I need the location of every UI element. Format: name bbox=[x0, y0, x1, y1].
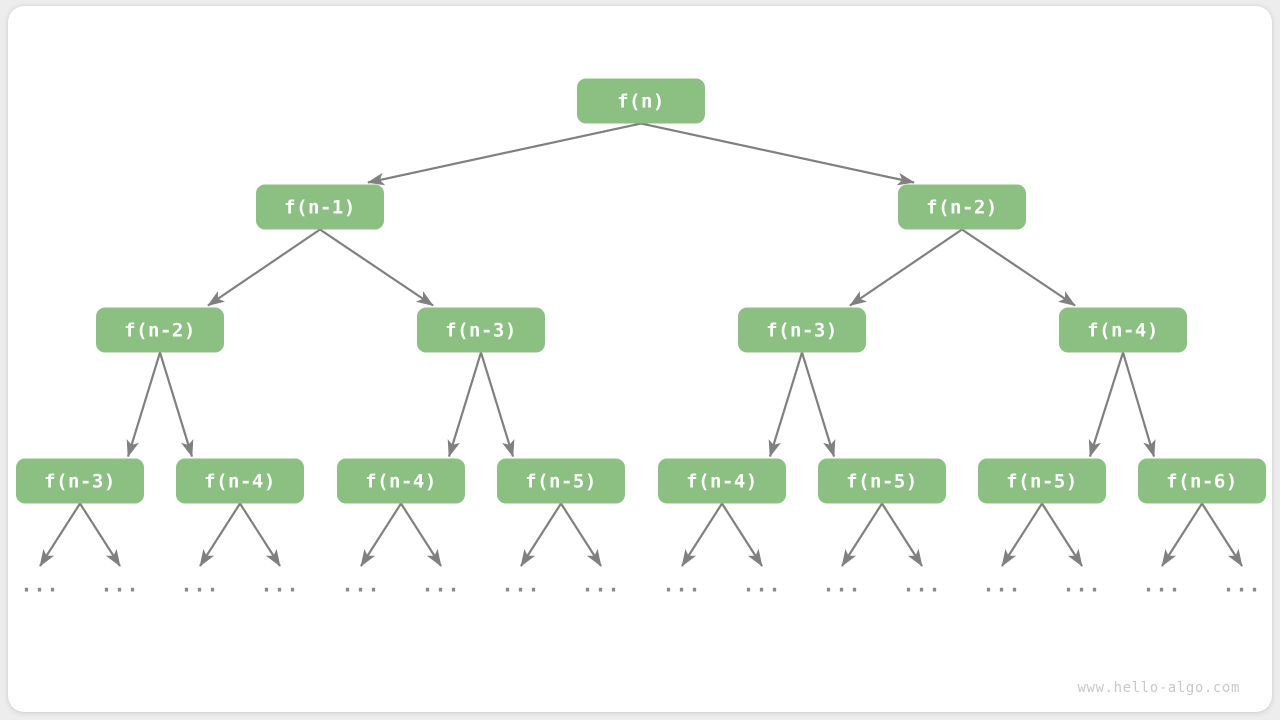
node-label: f(n-5) bbox=[525, 471, 597, 493]
tree-edge bbox=[126, 352, 162, 458]
tree-edge bbox=[319, 228, 434, 307]
node-box bbox=[658, 458, 786, 504]
tree-edge bbox=[961, 228, 1076, 307]
tree-edge bbox=[447, 352, 483, 458]
ellipsis-label: ... bbox=[902, 573, 941, 597]
tree-node[interactable]: f(n-6) bbox=[1138, 458, 1266, 504]
node-box bbox=[818, 458, 946, 504]
tree-edge bbox=[849, 228, 963, 307]
leaf-stub-edge bbox=[1161, 502, 1203, 567]
ellipsis-label: ... bbox=[982, 573, 1021, 597]
tree-node[interactable]: f(n-3) bbox=[417, 307, 545, 353]
ellipsis-label: ... bbox=[1142, 573, 1181, 597]
node-label: f(n-3) bbox=[44, 471, 116, 493]
leaf-stub-edge bbox=[79, 502, 121, 567]
ellipsis-label: ... bbox=[180, 573, 219, 597]
node-box bbox=[256, 184, 384, 230]
leaf-stub-edge bbox=[400, 502, 442, 567]
ellipsis-label: ... bbox=[341, 573, 380, 597]
node-label: f(n-3) bbox=[766, 320, 838, 342]
node-box bbox=[417, 307, 545, 353]
node-label: f(n-6) bbox=[1166, 471, 1238, 493]
node-label: f(n) bbox=[617, 91, 665, 113]
leaf-stub-edge bbox=[681, 502, 723, 567]
node-label: f(n-2) bbox=[926, 197, 998, 219]
node-box bbox=[16, 458, 144, 504]
watermark: www.hello-algo.com bbox=[1077, 680, 1240, 696]
ellipsis-label: ... bbox=[260, 573, 299, 597]
tree-edge bbox=[158, 352, 194, 458]
tree-node[interactable]: f(n-3) bbox=[16, 458, 144, 504]
node-label: f(n-4) bbox=[1087, 320, 1159, 342]
tree-node[interactable]: f(n-4) bbox=[658, 458, 786, 504]
node-box bbox=[577, 78, 705, 124]
tree-edge bbox=[800, 352, 836, 458]
leaf-stub-edge bbox=[520, 502, 562, 567]
ellipsis-label: ... bbox=[581, 573, 620, 597]
leaf-stub-edge bbox=[721, 502, 763, 567]
ellipsis-label: ... bbox=[662, 573, 701, 597]
edges-layer bbox=[126, 122, 1156, 458]
ellipsis-label: ... bbox=[1222, 573, 1261, 597]
ellipsis-label: ... bbox=[501, 573, 540, 597]
tree-node[interactable]: f(n) bbox=[577, 78, 705, 124]
tree-node[interactable]: f(n-1) bbox=[256, 184, 384, 230]
node-box bbox=[176, 458, 304, 504]
leaf-stub-edge bbox=[841, 502, 883, 567]
tree-edge bbox=[207, 228, 321, 307]
tree-edge bbox=[640, 122, 915, 186]
tree-node[interactable]: f(n-2) bbox=[96, 307, 224, 353]
node-label: f(n-4) bbox=[365, 471, 437, 493]
node-box bbox=[738, 307, 866, 353]
ellipsis-label: ... bbox=[1062, 573, 1101, 597]
leaf-stub-edge bbox=[360, 502, 402, 567]
tree-node[interactable]: f(n-4) bbox=[337, 458, 465, 504]
leaf-stub-edge bbox=[1001, 502, 1043, 567]
node-box bbox=[337, 458, 465, 504]
node-label: f(n-1) bbox=[284, 197, 356, 219]
leaf-stub-edge bbox=[881, 502, 923, 567]
tree-node[interactable]: f(n-3) bbox=[738, 307, 866, 353]
ellipsis-label: ... bbox=[421, 573, 460, 597]
tree-node[interactable]: f(n-2) bbox=[898, 184, 1026, 230]
ellipsis-label: ... bbox=[20, 573, 59, 597]
node-box bbox=[898, 184, 1026, 230]
ellipsis-layer: ........................................… bbox=[20, 573, 1261, 597]
tree-edge bbox=[479, 352, 515, 458]
tree-node[interactable]: f(n-5) bbox=[978, 458, 1106, 504]
node-label: f(n-4) bbox=[686, 471, 758, 493]
node-label: f(n-5) bbox=[1006, 471, 1078, 493]
leaf-stub-edge bbox=[560, 502, 602, 567]
tree-edge bbox=[1088, 352, 1125, 458]
tree-node[interactable]: f(n-5) bbox=[818, 458, 946, 504]
leaf-stub-edge bbox=[1041, 502, 1083, 567]
ellipsis-label: ... bbox=[100, 573, 139, 597]
node-label: f(n-4) bbox=[204, 471, 276, 493]
leaf-stub-edge bbox=[199, 502, 241, 567]
leaf-stubs-layer bbox=[39, 502, 1243, 567]
node-label: f(n-3) bbox=[445, 320, 517, 342]
node-box bbox=[978, 458, 1106, 504]
leaf-stub-edge bbox=[239, 502, 281, 567]
node-label: f(n-5) bbox=[846, 471, 918, 493]
node-box bbox=[1138, 458, 1266, 504]
tree-node[interactable]: f(n-4) bbox=[1059, 307, 1187, 353]
ellipsis-label: ... bbox=[742, 573, 781, 597]
ellipsis-label: ... bbox=[822, 573, 861, 597]
node-label: f(n-2) bbox=[124, 320, 196, 342]
node-box bbox=[1059, 307, 1187, 353]
tree-node[interactable]: f(n-4) bbox=[176, 458, 304, 504]
leaf-stub-edge bbox=[39, 502, 81, 567]
leaf-stub-edge bbox=[1201, 502, 1243, 567]
nodes-layer: f(n) f(n-1) f(n-2) f(n-2) f(n-3) f(n-3) f(n-4)… bbox=[16, 78, 1266, 504]
node-box bbox=[497, 458, 625, 504]
tree-edge bbox=[1121, 352, 1156, 458]
tree-edge bbox=[367, 122, 642, 186]
tree-node[interactable]: f(n-5) bbox=[497, 458, 625, 504]
tree-edge bbox=[768, 352, 804, 458]
node-box bbox=[96, 307, 224, 353]
